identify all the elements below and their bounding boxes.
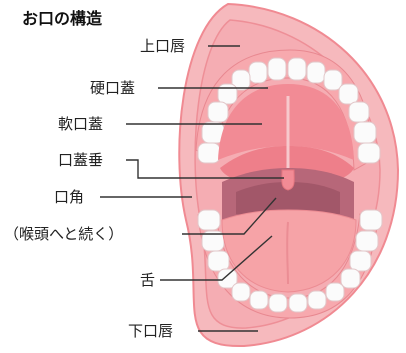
hard-palate bbox=[218, 84, 354, 160]
diagram-title: お口の構造 bbox=[22, 9, 103, 28]
label-lower-lip: 下口唇 bbox=[128, 322, 173, 340]
leader-pharynx bbox=[182, 197, 277, 235]
throat-shadow bbox=[236, 182, 340, 220]
leader-uvula bbox=[126, 159, 284, 179]
label-uvula: 口蓋垂 bbox=[58, 151, 103, 169]
lower-teeth bbox=[197, 209, 383, 313]
tongue-midline bbox=[286, 221, 289, 285]
upper-teeth bbox=[197, 57, 381, 164]
tongue bbox=[221, 209, 357, 293]
label-soft-palate: 軟口蓋 bbox=[58, 115, 103, 133]
label-mouth-corner: 口角 bbox=[54, 188, 84, 206]
label-upper-lip: 上口唇 bbox=[140, 37, 185, 55]
uvula bbox=[281, 169, 295, 191]
leader-tongue bbox=[160, 235, 273, 281]
label-hard-palate: 硬口蓋 bbox=[90, 79, 135, 97]
label-pharynx: （喉頭へと続く） bbox=[4, 225, 123, 243]
label-tongue: 舌 bbox=[140, 271, 155, 289]
